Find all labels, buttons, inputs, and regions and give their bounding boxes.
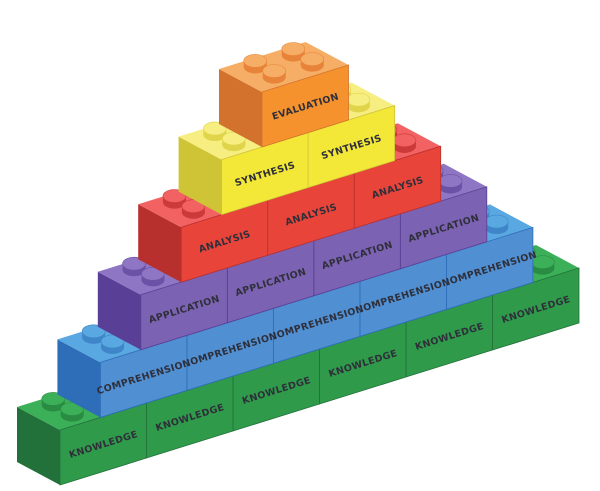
evaluation-brick: EVALUATION [219, 42, 349, 148]
stud-icon [484, 214, 509, 235]
stud-icon [262, 64, 286, 84]
stud-icon [122, 256, 146, 277]
stud-icon [281, 42, 306, 62]
brick-side-face [17, 407, 60, 485]
brick-side-face [138, 204, 182, 283]
stud-icon [141, 266, 165, 287]
stud-icon [81, 324, 106, 344]
stud-icon [41, 392, 66, 412]
brick-side-face [57, 339, 101, 418]
brick-front-face [261, 64, 349, 148]
stud-icon [243, 54, 268, 74]
stud-icon [100, 334, 125, 354]
stud-icon [203, 121, 227, 141]
stud-icon [530, 255, 555, 275]
stud-icon [60, 402, 84, 422]
stud-icon [300, 52, 325, 72]
brick-side-face [219, 69, 262, 147]
stud-icon [392, 133, 417, 153]
brick-side-face [97, 271, 141, 350]
stud-icon [181, 199, 206, 219]
stud-icon [346, 92, 371, 113]
stud-icon [438, 174, 463, 194]
stud-icon [162, 189, 187, 209]
brick-side-face [178, 136, 222, 215]
stud-icon [221, 131, 246, 152]
